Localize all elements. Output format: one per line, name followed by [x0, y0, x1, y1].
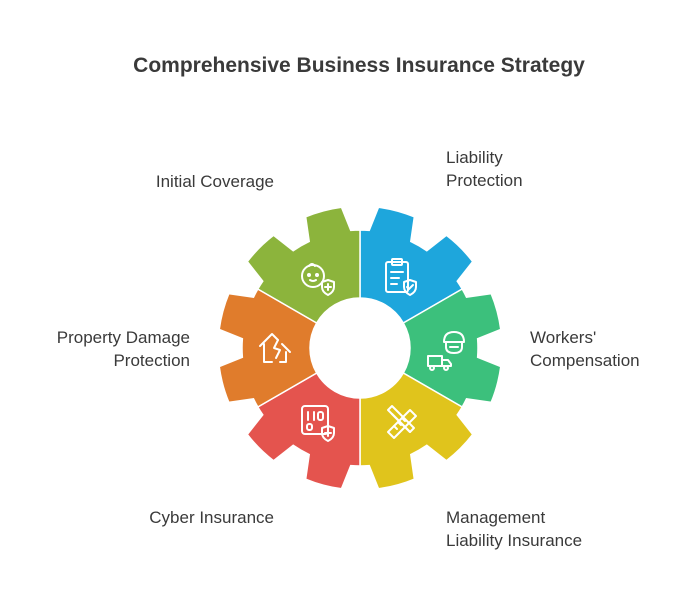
clipboard-check-icon	[385, 258, 417, 296]
binary-shield-icon	[301, 405, 335, 442]
gear-segment-5	[218, 287, 318, 409]
gear-segment-1	[359, 206, 474, 325]
gear-segment-6	[246, 206, 361, 325]
diagram-title: Comprehensive Business Insurance Strateg…	[133, 54, 585, 77]
gear-segment-4	[246, 371, 361, 490]
label-initial-coverage: Initial Coverage	[155, 172, 274, 191]
gear-segment-3	[359, 371, 474, 490]
worker-truck-icon	[427, 331, 465, 371]
label-workers-compensation: Workers' Compensation	[530, 328, 640, 370]
gear-center-hole	[312, 300, 408, 396]
label-property-damage-protection: Property Damage Protection	[56, 328, 190, 370]
ruler-pencil-icon	[387, 405, 417, 439]
label-management-liability-insurance: Management Liability Insurance	[446, 508, 583, 550]
label-liability-protection: Liability Protection	[446, 148, 523, 190]
baby-shield-icon	[301, 263, 335, 296]
label-cyber-insurance: Cyber Insurance	[149, 508, 274, 527]
broken-house-icon	[259, 333, 291, 363]
